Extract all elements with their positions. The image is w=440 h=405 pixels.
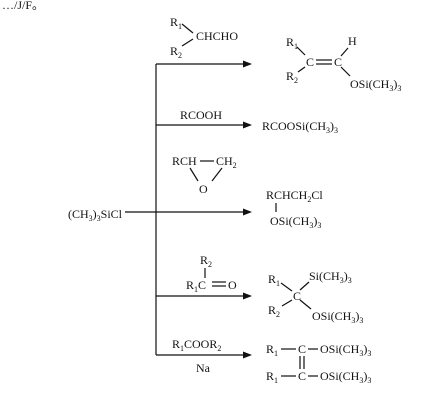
arrow-aldehyde	[156, 60, 252, 68]
arrow-ester	[156, 351, 252, 359]
arrow-epoxide	[156, 208, 252, 216]
svg-text:OSi(CH3)3: OSi(CH3)3	[320, 369, 371, 385]
svg-text:R1: R1	[266, 369, 278, 385]
svg-text:H: H	[348, 34, 357, 48]
svg-text:OSi(CH3)3: OSi(CH3)3	[312, 309, 363, 325]
arrow-acid	[156, 121, 252, 129]
svg-text:RCOOSi(CH3)3: RCOOSi(CH3)3	[262, 119, 338, 135]
product-enol-silyl-ether: R1 C C H R2 OSi(CH3)3	[286, 34, 401, 93]
header-fragment: …/J/F。	[2, 0, 44, 12]
svg-text:C: C	[306, 55, 314, 69]
svg-text:R2: R2	[170, 44, 182, 60]
svg-text:Na: Na	[196, 361, 211, 375]
arrow-ketone	[156, 292, 252, 300]
svg-text:C: C	[293, 289, 301, 303]
svg-text:OSi(CH3)3: OSi(CH3)3	[270, 214, 321, 230]
reactant-ester: R1COOR2 Na	[172, 337, 221, 375]
svg-text:O: O	[199, 182, 208, 196]
svg-text:RCH: RCH	[172, 154, 197, 168]
product-silyl-ester: RCOOSi(CH3)3	[262, 119, 338, 135]
svg-text:RCOOH: RCOOH	[180, 108, 222, 122]
svg-text:Si(CH3)3: Si(CH3)3	[309, 269, 352, 285]
svg-text:CH2: CH2	[216, 154, 237, 170]
reactant-ketone: R2 R1C O	[186, 253, 237, 294]
svg-text:R1: R1	[286, 35, 298, 51]
product-bis-silyl-enediol-ether: R1 C OSi(CH3)3 R1 C OSi(CH3)3	[266, 342, 371, 385]
product-silyl-adduct: R1 C Si(CH3)3 R2 OSi(CH3)3	[268, 269, 363, 325]
svg-text:C: C	[298, 369, 306, 383]
svg-text:C: C	[334, 55, 342, 69]
svg-text:R1: R1	[170, 15, 182, 31]
svg-text:R2: R2	[286, 69, 298, 85]
reactant-acid: RCOOH	[180, 108, 222, 122]
svg-text:R1: R1	[266, 342, 278, 358]
svg-text:R2: R2	[200, 253, 212, 269]
svg-text:R1C: R1C	[186, 278, 206, 294]
svg-text:O: O	[228, 278, 237, 292]
reagent-label: (CH3)3SiCl	[68, 207, 123, 223]
svg-text:RCHCH2Cl: RCHCH2Cl	[266, 188, 323, 204]
svg-text:C: C	[298, 342, 306, 356]
reactant-aldehyde: R1 CHCHO R2	[170, 15, 238, 60]
svg-text:R1: R1	[268, 272, 280, 288]
reactant-epoxide: RCH CH2 O	[172, 154, 237, 196]
svg-text:CHCHO: CHCHO	[196, 29, 238, 43]
product-chlorohydrin-silyl-ether: RCHCH2Cl OSi(CH3)3	[266, 188, 323, 230]
svg-text:R2: R2	[268, 303, 280, 319]
svg-text:OSi(CH3)3: OSi(CH3)3	[320, 342, 371, 358]
svg-text:OSi(CH3)3: OSi(CH3)3	[350, 77, 401, 93]
svg-text:R1COOR2: R1COOR2	[172, 337, 221, 353]
